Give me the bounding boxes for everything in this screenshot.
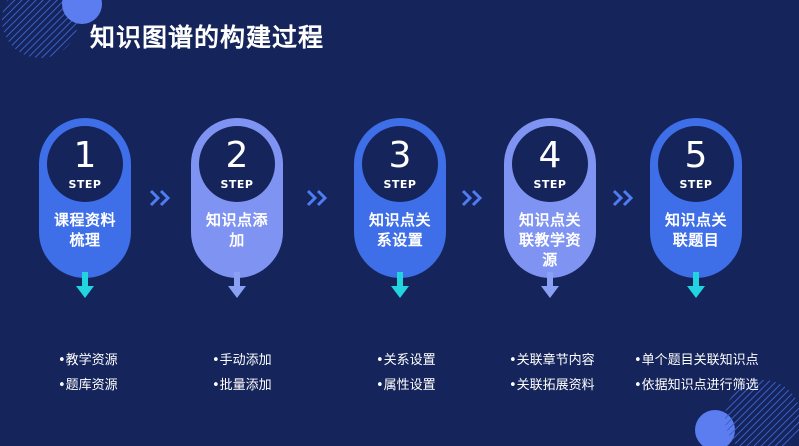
- double-chevron-right-icon: [149, 189, 171, 207]
- list-item: •题库资源: [58, 378, 118, 393]
- double-chevron-right-icon: [612, 189, 634, 207]
- page-title: 知识图谱的构建过程: [90, 23, 325, 52]
- arrow-down-icon: [541, 272, 559, 298]
- double-chevron-right-icon: [306, 189, 328, 207]
- list-item: •关联章节内容: [509, 353, 595, 368]
- step-label: STEP: [383, 177, 417, 191]
- step-name: 知识点关系设置: [368, 211, 431, 249]
- bullet-list-step-4: •关联章节内容 •关联拓展资料: [509, 348, 595, 398]
- step-card-4: 4 STEP 知识点关联教学资源: [504, 118, 596, 278]
- list-item: •批量添加: [212, 378, 272, 393]
- step-circle: 1 STEP: [47, 126, 123, 202]
- list-item: •依据知识点进行筛选: [634, 378, 759, 393]
- step-name: 知识点关联题目: [664, 211, 727, 249]
- step-number: 4: [538, 134, 562, 176]
- arrow-down-icon: [228, 272, 246, 298]
- step-label: STEP: [679, 177, 713, 191]
- arrow-down-icon: [391, 272, 409, 298]
- list-item: •关联拓展资料: [509, 378, 595, 393]
- step-label: STEP: [220, 177, 254, 191]
- list-item: •关系设置: [376, 353, 436, 368]
- step-circle: 5 STEP: [658, 126, 734, 202]
- step-number: 3: [388, 134, 412, 176]
- step-number: 2: [225, 134, 249, 176]
- list-item: •手动添加: [212, 353, 272, 368]
- step-number: 5: [684, 134, 708, 176]
- double-chevron-right-icon: [461, 189, 483, 207]
- step-name: 课程资料梳理: [53, 211, 116, 249]
- step-card-3: 3 STEP 知识点关系设置: [354, 118, 446, 278]
- step-label: STEP: [533, 177, 567, 191]
- step-circle: 4 STEP: [512, 126, 588, 202]
- arrow-down-icon: [76, 272, 94, 298]
- list-item: •教学资源: [58, 353, 118, 368]
- step-card-1: 1 STEP 课程资料梳理: [39, 118, 131, 278]
- bullet-list-step-1: •教学资源 •题库资源: [58, 348, 118, 398]
- arrow-down-icon: [687, 272, 705, 298]
- step-circle: 3 STEP: [362, 126, 438, 202]
- step-label: STEP: [68, 177, 102, 191]
- step-name: 知识点关联教学资源: [518, 211, 581, 269]
- list-item: •属性设置: [376, 378, 436, 393]
- decorative-circles-bottom-right: [695, 380, 799, 446]
- list-item: •单个题目关联知识点: [634, 353, 759, 368]
- step-card-5: 5 STEP 知识点关联题目: [650, 118, 742, 278]
- decorative-circles-top-left: [2, 0, 102, 58]
- step-card-2: 2 STEP 知识点添加: [191, 118, 283, 278]
- step-number: 1: [73, 134, 97, 176]
- step-name: 知识点添加: [205, 211, 268, 249]
- bullet-list-step-5: •单个题目关联知识点 •依据知识点进行筛选: [634, 348, 759, 398]
- step-circle: 2 STEP: [199, 126, 275, 202]
- bullet-list-step-2: •手动添加 •批量添加: [212, 348, 272, 398]
- bullet-list-step-3: •关系设置 •属性设置: [376, 348, 436, 398]
